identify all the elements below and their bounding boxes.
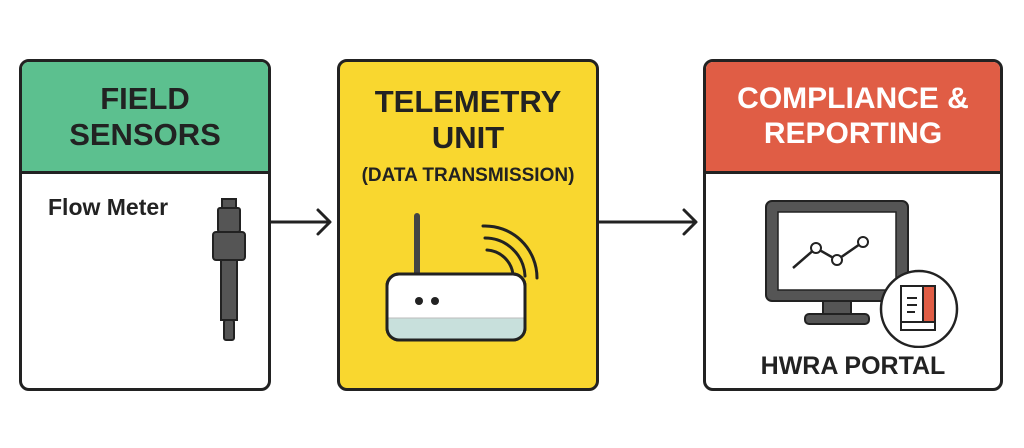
- telemetry-subtitle: (DATA TRANSMISSION): [361, 165, 575, 186]
- telemetry-unit-box: TELEMETRY UNIT (DATA TRANSMISSION): [337, 59, 599, 391]
- compliance-title-line2: REPORTING: [763, 116, 943, 150]
- monitor-chart-icon: [765, 200, 959, 348]
- arrow-right-icon: [598, 208, 698, 236]
- hwra-portal-label: HWRA PORTAL: [760, 352, 946, 380]
- flow-meter-icon: [212, 198, 246, 341]
- field-sensors-title-line2: SENSORS: [69, 116, 221, 152]
- telemetry-unit-title-line2: UNIT: [431, 120, 505, 155]
- report-document-icon: [879, 269, 959, 348]
- field-sensors-box: FIELD SENSORS Flow Meter: [19, 59, 271, 391]
- wireless-router-icon: [385, 213, 539, 342]
- compliance-reporting-box: COMPLIANCE & REPORTING HWRA PORTAL: [703, 59, 1003, 391]
- telemetry-unit-header: TELEMETRY UNIT: [340, 62, 596, 172]
- compliance-title-line1: COMPLIANCE &: [737, 82, 969, 115]
- arrow-right-icon: [270, 208, 332, 236]
- telemetry-unit-title-line1: TELEMETRY: [374, 84, 562, 120]
- compliance-reporting-header: COMPLIANCE & REPORTING: [706, 62, 1000, 174]
- field-sensors-title-line1: FIELD: [100, 80, 190, 116]
- flow-meter-label: Flow Meter: [48, 194, 169, 220]
- field-sensors-header: FIELD SENSORS: [22, 62, 268, 174]
